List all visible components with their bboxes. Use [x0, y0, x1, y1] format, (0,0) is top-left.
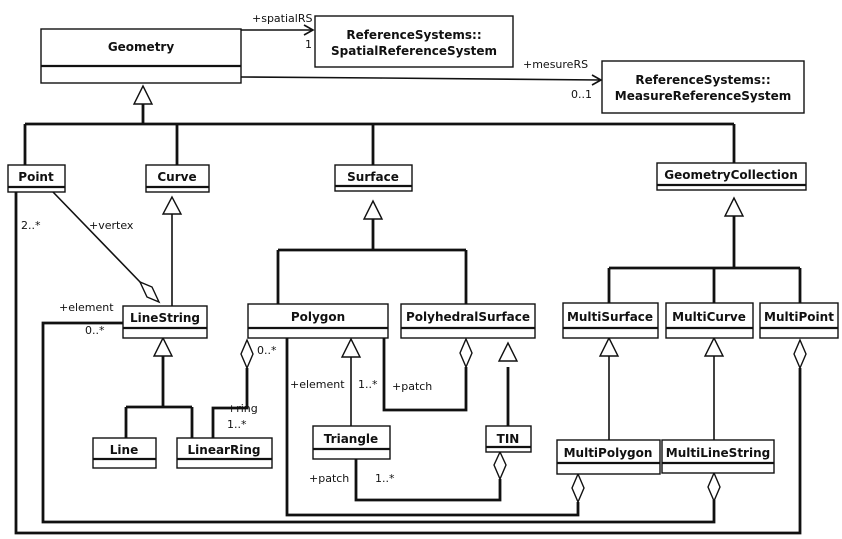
class-name: Surface	[347, 170, 399, 184]
class-name: TIN	[497, 432, 520, 446]
generalization-arrow	[340, 337, 362, 358]
aggregation-diamond	[240, 338, 254, 370]
class-name: Geometry	[108, 40, 175, 54]
class-multi-point[interactable]: MultiPoint	[759, 302, 839, 339]
generalization-arrow	[703, 336, 725, 357]
class-name: Point	[18, 170, 54, 184]
class-point[interactable]: Point	[7, 164, 66, 193]
class-surface[interactable]: Surface	[334, 164, 413, 192]
multiplicity-label: 0..*	[257, 344, 277, 357]
role-label: +element	[59, 301, 114, 314]
generalization-arrow	[598, 336, 620, 357]
assoc-multilinestring-element	[41, 321, 716, 524]
class-multi-linestring[interactable]: MultiLineString	[661, 439, 775, 474]
class-spatial-reference-system[interactable]: ReferenceSystems:: SpatialReferenceSyste…	[314, 15, 514, 68]
multiplicity-label: 2..*	[21, 219, 41, 232]
class-name: Polygon	[291, 310, 345, 324]
class-name: Line	[110, 443, 138, 457]
assoc-ring	[211, 368, 249, 438]
aggregation-diamond	[493, 450, 507, 481]
class-multi-surface[interactable]: MultiSurface	[562, 302, 659, 339]
gen-polygon-surface	[276, 218, 468, 304]
aggregation-diamond	[459, 337, 473, 369]
class-name: MeasureReferenceSystem	[615, 89, 792, 103]
multiplicity-label: 0..*	[85, 324, 105, 337]
gen-line-linearring	[124, 355, 194, 438]
class-multi-curve[interactable]: MultiCurve	[665, 302, 754, 339]
class-name: MultiPoint	[764, 310, 834, 324]
class-linear-ring[interactable]: LinearRing	[176, 437, 273, 469]
class-name: MultiPolygon	[564, 446, 653, 460]
class-name: MultiSurface	[567, 310, 653, 324]
role-label: +patch	[392, 380, 432, 393]
class-tin[interactable]: TIN	[485, 425, 532, 453]
class-name: SpatialReferenceSystem	[331, 44, 497, 58]
class-line[interactable]: Line	[92, 437, 157, 469]
generalization-arrow	[723, 196, 745, 217]
role-label: +patch	[309, 472, 349, 485]
class-name: PolyhedralSurface	[406, 310, 530, 324]
class-curve[interactable]: Curve	[145, 164, 210, 193]
class-polygon[interactable]: Polygon	[247, 303, 389, 339]
class-name: GeometryCollection	[664, 168, 798, 182]
aggregation-diamond	[138, 280, 161, 304]
multiplicity-label: 0..1	[571, 88, 592, 101]
multiplicity-label: 1	[305, 38, 312, 51]
class-name: MultiCurve	[672, 310, 746, 324]
aggregation-diamond	[571, 472, 585, 504]
assoc-vertex	[52, 191, 143, 285]
role-label: +ring	[227, 402, 258, 415]
class-name: Curve	[157, 170, 196, 184]
role-label: +mesureRS	[523, 58, 588, 71]
assoc-patch-tin	[354, 459, 502, 502]
assoc-multipoint-point	[14, 192, 802, 535]
generalization-arrow	[161, 195, 183, 215]
class-name: ReferenceSystems::	[346, 28, 481, 42]
class-name: LineString	[130, 311, 200, 325]
class-multi-polygon[interactable]: MultiPolygon	[556, 439, 661, 475]
class-geometry[interactable]: Geometry	[40, 28, 242, 84]
generalization-arrow	[152, 336, 174, 357]
role-label: +spatialRS	[252, 12, 312, 25]
class-name: MultiLineString	[666, 446, 770, 460]
assoc-patch-polyhedral	[382, 338, 468, 412]
assoc-geometry-spatialrs	[241, 24, 315, 36]
class-triangle[interactable]: Triangle	[312, 425, 391, 460]
class-linestring[interactable]: LineString	[122, 305, 208, 339]
role-label: +vertex	[89, 219, 134, 232]
multiplicity-label: 1..*	[227, 418, 247, 431]
generalization-arrow	[132, 84, 154, 105]
assoc-multipolygon-element	[285, 338, 580, 517]
class-name: ReferenceSystems::	[635, 73, 770, 87]
gen-collection	[607, 215, 802, 303]
gen-level1	[23, 104, 736, 165]
aggregation-diamond	[793, 338, 807, 370]
generalization-arrow	[362, 199, 384, 220]
class-name: Triangle	[324, 432, 378, 446]
class-polyhedral-surface[interactable]: PolyhedralSurface	[400, 303, 536, 339]
class-measure-reference-system[interactable]: ReferenceSystems:: MeasureReferenceSyste…	[601, 60, 805, 114]
assoc-geometry-measurers	[240, 74, 603, 86]
class-geometry-collection[interactable]: GeometryCollection	[656, 162, 807, 191]
generalization-arrow	[497, 341, 519, 362]
multiplicity-label: 1..*	[375, 472, 395, 485]
role-label: +element	[290, 378, 345, 391]
multiplicity-label: 1..*	[358, 378, 378, 391]
class-name: LinearRing	[188, 443, 261, 457]
aggregation-diamond	[707, 471, 721, 503]
